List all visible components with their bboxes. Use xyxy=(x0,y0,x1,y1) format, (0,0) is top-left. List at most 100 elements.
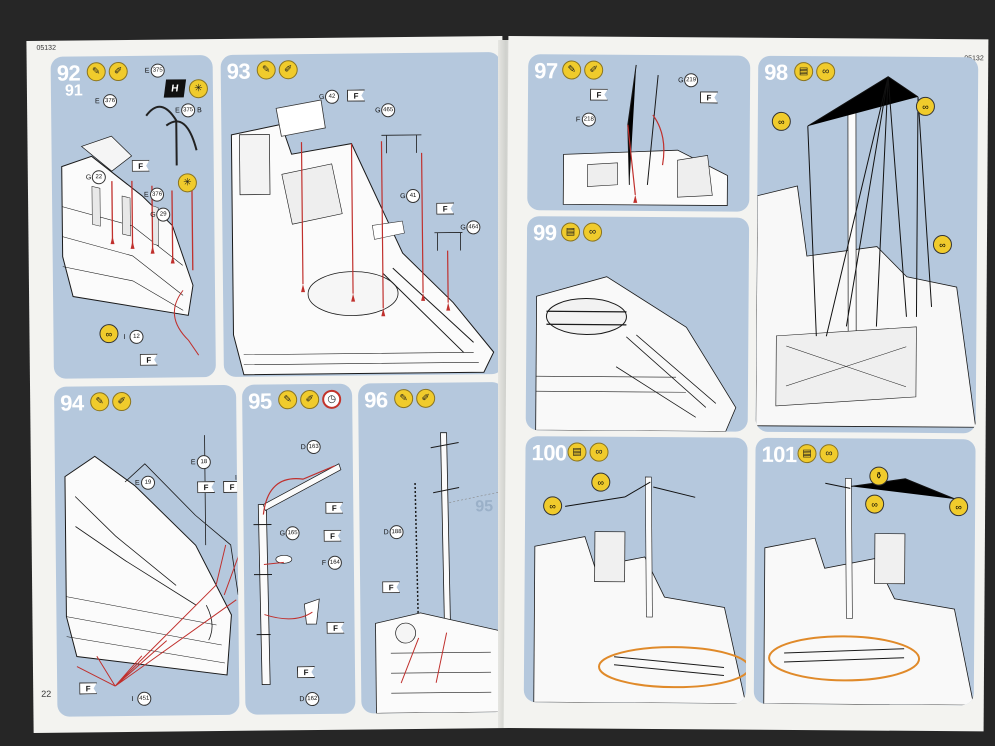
step-101-illustration xyxy=(763,478,975,706)
part-letter: E xyxy=(95,98,100,106)
step-number: 95 xyxy=(248,388,272,414)
part-letter: E xyxy=(135,479,140,487)
glue-icon: ✎ xyxy=(562,60,582,80)
substep-number: 91 xyxy=(64,82,83,100)
part-letter: E xyxy=(144,67,150,75)
step-number: 98 xyxy=(764,59,788,85)
paint-brush-icon: ✐ xyxy=(112,391,132,412)
part-letter: G xyxy=(85,174,92,182)
step-99-illustration xyxy=(535,276,737,432)
step-99-panel: 99 ▤ ∞ xyxy=(525,216,750,432)
rigging-thread-icon: ∞ xyxy=(591,472,611,492)
part-number: 18 xyxy=(196,455,211,470)
part-letter: F xyxy=(321,559,327,567)
part-letter: I xyxy=(123,333,126,342)
part-number: 375 xyxy=(150,63,165,78)
part-number: 164 xyxy=(327,555,342,570)
part-letter: D xyxy=(299,696,305,704)
part-number: 165 xyxy=(285,526,300,541)
step-97-illustration xyxy=(562,64,728,206)
rigging-thread-icon: ∞ xyxy=(915,96,936,116)
step-93-illustration xyxy=(230,99,495,376)
part-letter: F xyxy=(575,116,581,124)
step-92-panel: 92 91 ✎ ✐ E 375 H ✳ E 376 E 375 B F G 22… xyxy=(50,55,216,379)
step-100-panel: 100 ▤ ∞ ∞ ∞ xyxy=(523,436,748,704)
rigging-thread-icon: ∞ xyxy=(543,496,563,516)
paint-splash-icon: ✳ xyxy=(188,79,209,99)
step-95-illustration xyxy=(253,463,342,685)
step-number: 99 xyxy=(532,220,557,246)
step-number: 101 xyxy=(761,441,797,468)
paint-brush-icon: ✐ xyxy=(300,389,320,410)
page-number-left: 22 xyxy=(41,688,52,699)
paint-brush-icon: ✐ xyxy=(278,60,298,80)
rigging-thread-icon: ∞ xyxy=(816,62,836,82)
part-letter: G xyxy=(150,211,156,219)
part-number: 375 xyxy=(181,103,196,118)
rigging-thread-icon: ∞ xyxy=(932,234,953,255)
step-93-panel: 93 ✎ ✐ G 42 F G 465 G 41 F G 464 xyxy=(220,52,504,377)
rigging-thread-icon: ∞ xyxy=(949,497,969,517)
glue-bottle-icon: ⚱ xyxy=(869,466,889,486)
flag-icon: F xyxy=(223,481,239,493)
part-number: 218 xyxy=(581,112,596,127)
part-number: 19 xyxy=(140,475,156,490)
glue-icon: ▤ xyxy=(560,222,581,242)
part-letter: E xyxy=(143,191,149,199)
part-number: 29 xyxy=(156,207,171,222)
step-number: 100 xyxy=(531,440,567,466)
rigging-thread-icon: ∞ xyxy=(99,324,119,344)
left-page: 05132 22 92 91 ✎ ✐ E 375 H ✳ E 376 E 375… xyxy=(26,36,510,733)
part-letter: I xyxy=(234,474,237,482)
glue-icon: ▤ xyxy=(567,442,587,462)
part-number: 451 xyxy=(137,691,152,706)
rigging-thread-icon: ∞ xyxy=(582,222,603,242)
paint-brush-icon: ✐ xyxy=(584,60,604,80)
step-95-panel: 95 ✎ ✐ ◷ D 163 F G 165 F F 164 F F D 162 xyxy=(242,383,356,715)
part-number: 12 xyxy=(129,329,144,344)
glue-icon: ▤ xyxy=(794,62,814,82)
part-number: 376 xyxy=(149,187,165,202)
step-101-panel: 101 ▤ ∞ ⚱ ∞ ∞ xyxy=(753,437,976,706)
part-letter: G xyxy=(279,530,286,538)
part-number: 41 xyxy=(405,188,421,204)
part-letter: G xyxy=(460,224,466,232)
step-number: 93 xyxy=(226,58,251,84)
glue-icon: ✎ xyxy=(278,390,298,410)
part-letter: D xyxy=(383,529,389,537)
glue-icon: ✎ xyxy=(394,388,414,409)
step-94-illustration xyxy=(64,435,240,687)
glue-icon: ✎ xyxy=(256,60,276,80)
step-96-panel: 96 ✎ ✐ D 188 F 95 xyxy=(358,382,508,714)
paint-brush-icon: ✐ xyxy=(108,61,128,82)
step-number: 97 xyxy=(534,58,558,84)
part-number: 162 xyxy=(305,691,320,707)
rigging-thread-icon: ∞ xyxy=(865,494,885,514)
step-100-illustration xyxy=(533,476,748,704)
part-letter: G xyxy=(400,193,406,201)
step-number: 94 xyxy=(60,390,84,416)
step-98-illustration xyxy=(755,76,977,428)
right-page: 05132 23 97 ✎ ✐ F G 219 F F 218 98 ▤ ∞ xyxy=(503,36,989,732)
step-96-illustration xyxy=(375,432,507,714)
part-letter: I xyxy=(131,695,134,703)
rigging-thread-icon: ∞ xyxy=(589,442,609,462)
part-letter: G xyxy=(375,107,381,115)
part-number: 163 xyxy=(306,439,321,455)
step-92-illustration xyxy=(61,105,200,356)
step-number: 96 xyxy=(364,387,388,413)
part-number: 465 xyxy=(381,103,396,118)
rigging-thread-icon: ∞ xyxy=(771,111,791,131)
part-letter: G xyxy=(678,77,684,85)
step-94-panel: 94 ✎ ✐ E 19 E 18 I 451 F F F I 451 xyxy=(54,384,240,717)
paint-splash-icon: ✳ xyxy=(177,173,197,193)
product-code: 05132 xyxy=(36,44,56,52)
part-letter: G xyxy=(318,93,325,101)
glue-icon: ▤ xyxy=(797,444,817,464)
reference-step: 95 xyxy=(475,498,494,516)
part-number: 464 xyxy=(466,220,481,235)
paint-brush-icon: ✐ xyxy=(416,388,436,408)
part-number: 42 xyxy=(324,89,340,104)
step-97-panel: 97 ✎ ✐ F G 219 F F 218 xyxy=(527,54,751,212)
glue-icon: ✎ xyxy=(86,62,106,82)
